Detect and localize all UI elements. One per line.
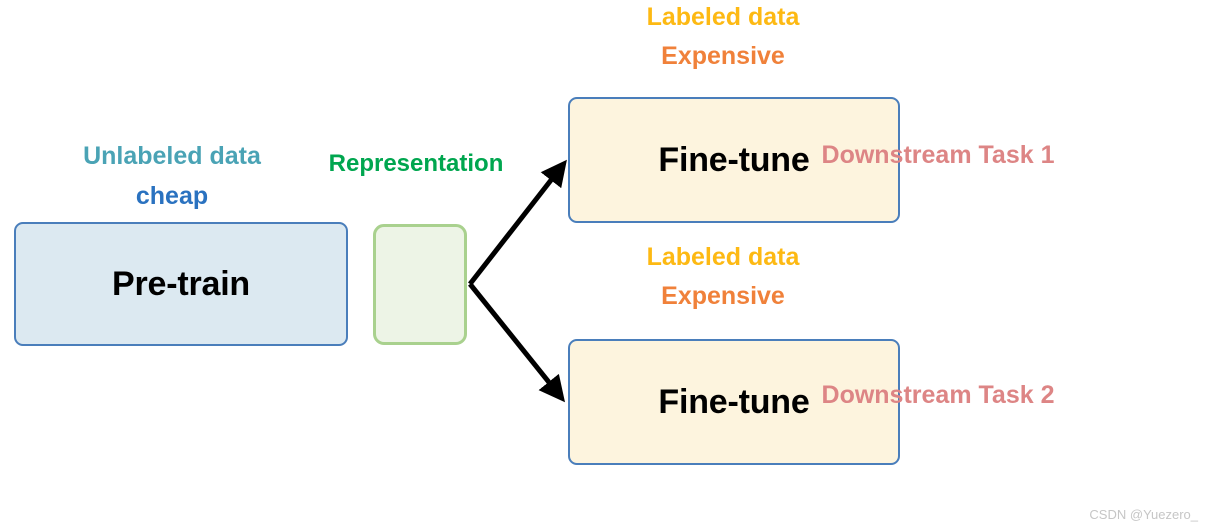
node-fine-tune-2[interactable]: Fine-tune xyxy=(568,339,900,465)
caption-downstream-task-2: Downstream Task 2 xyxy=(821,381,1055,409)
edge-representation-to-finetune-2 xyxy=(468,282,566,403)
node-fine-tune-1-label: Fine-tune xyxy=(658,140,810,179)
node-fine-tune-1[interactable]: Fine-tune xyxy=(568,97,900,223)
caption-expensive-2: Expensive xyxy=(661,282,785,310)
caption-unlabeled-data: Unlabeled data xyxy=(83,142,261,170)
watermark: CSDN @Yuezero_ xyxy=(1089,507,1198,522)
caption-labeled-data-1: Labeled data xyxy=(646,3,800,31)
caption-cheap: cheap xyxy=(135,182,209,210)
caption-downstream-task-1: Downstream Task 1 xyxy=(821,141,1055,169)
caption-representation: Representation xyxy=(328,150,504,177)
node-representation[interactable] xyxy=(373,224,467,345)
edge-representation-to-finetune-1 xyxy=(468,159,567,286)
node-pre-train[interactable]: Pre-train xyxy=(14,222,348,346)
caption-expensive-1: Expensive xyxy=(661,42,785,70)
node-fine-tune-2-label: Fine-tune xyxy=(658,382,810,421)
caption-labeled-data-2: Labeled data xyxy=(646,243,800,271)
node-pre-train-label: Pre-train xyxy=(111,264,251,303)
